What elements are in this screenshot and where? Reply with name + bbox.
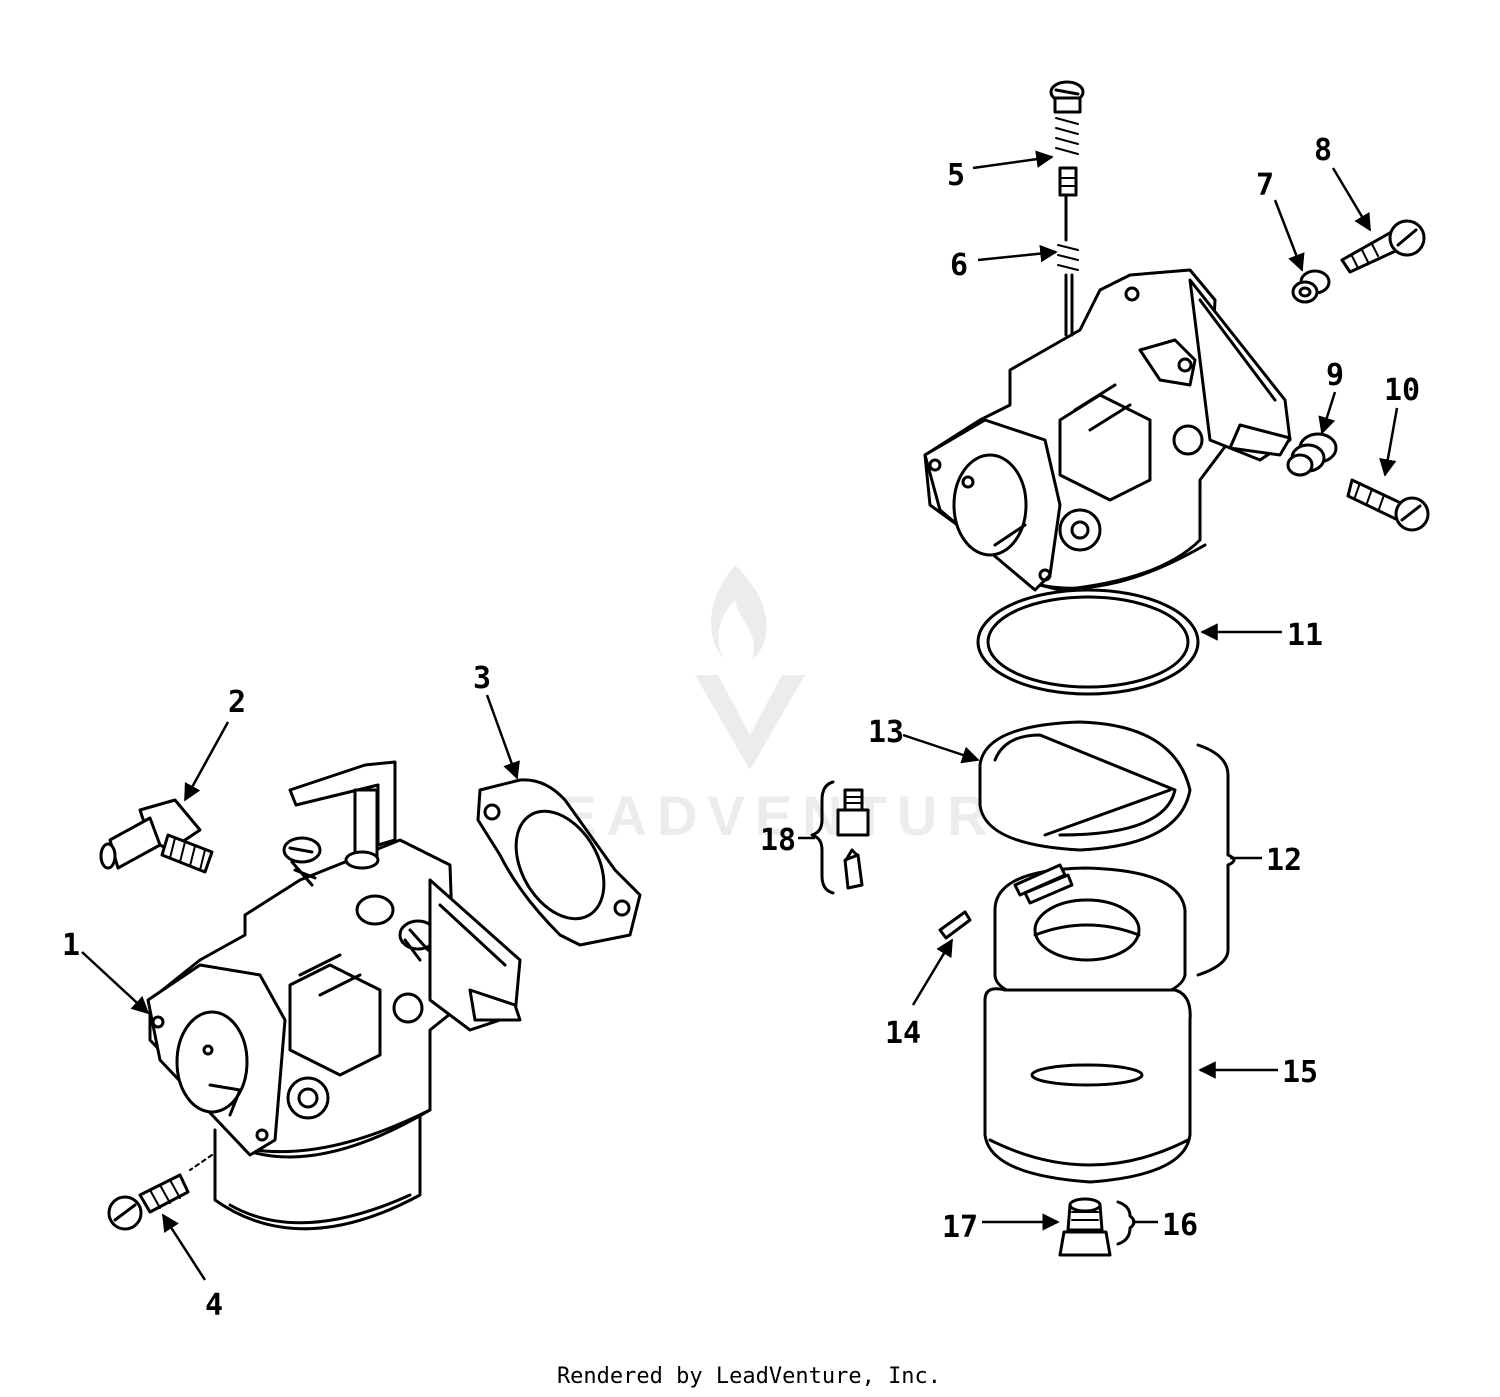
callout-16: 16: [1162, 1208, 1198, 1243]
part-spring-medium: [1286, 432, 1338, 477]
callout-14: 14: [885, 1016, 921, 1051]
callout-13: 13: [868, 715, 904, 750]
part-spring-small: [1291, 269, 1331, 304]
callout-17: 17: [942, 1210, 978, 1245]
part-carburetor-assembly: [146, 760, 522, 1231]
watermark: LEADVENTURE: [515, 565, 1045, 847]
callout-11: 11: [1287, 618, 1323, 653]
part-needle-spring: [1057, 244, 1079, 337]
part-elbow-fitting: [99, 798, 214, 874]
bracket-16: [1116, 1200, 1136, 1246]
part-flange-gasket: [476, 778, 642, 947]
part-float-gasket: [978, 720, 1192, 852]
footer-credit: Rendered by LeadVenture, Inc.: [557, 1364, 941, 1389]
part-needle-screw: [1049, 80, 1085, 242]
callout-10: 10: [1384, 373, 1420, 408]
part-float-bowl: [983, 987, 1192, 1184]
watermark-text: LEADVENTURE: [515, 784, 1045, 847]
part-inlet-needle-seat: [810, 780, 870, 895]
callout-12: 12: [1266, 843, 1302, 878]
part-screw-right: [1346, 478, 1430, 532]
part-screw-upper: [1340, 219, 1426, 274]
callout-3: 3: [473, 661, 491, 696]
callout-4: 4: [205, 1288, 223, 1323]
callout-8: 8: [1314, 133, 1332, 168]
part-float-pin: [938, 910, 972, 940]
bracket-12: [1196, 743, 1236, 977]
callout-6: 6: [950, 248, 968, 283]
callout-1: 1: [62, 928, 80, 963]
callout-5: 5: [947, 158, 965, 193]
part-float: [993, 863, 1187, 1007]
callout-7: 7: [1256, 168, 1274, 203]
callout-9: 9: [1326, 358, 1344, 393]
callout-18: 18: [760, 823, 796, 858]
part-bowl-gasket-ring: [976, 588, 1200, 696]
leadventure-logo-icon: [695, 565, 805, 770]
callout-15: 15: [1282, 1055, 1318, 1090]
part-screw-lower: [107, 1154, 213, 1231]
part-carburetor-body: [923, 268, 1292, 592]
part-drain-plug: [1058, 1197, 1112, 1257]
callout-numbers: 1 2 3 4 5 6 7 8 9 10 11 12 13 14 15 16 1…: [62, 133, 1420, 1323]
leader-lines: [81, 150, 1399, 1281]
callout-2: 2: [228, 685, 246, 720]
